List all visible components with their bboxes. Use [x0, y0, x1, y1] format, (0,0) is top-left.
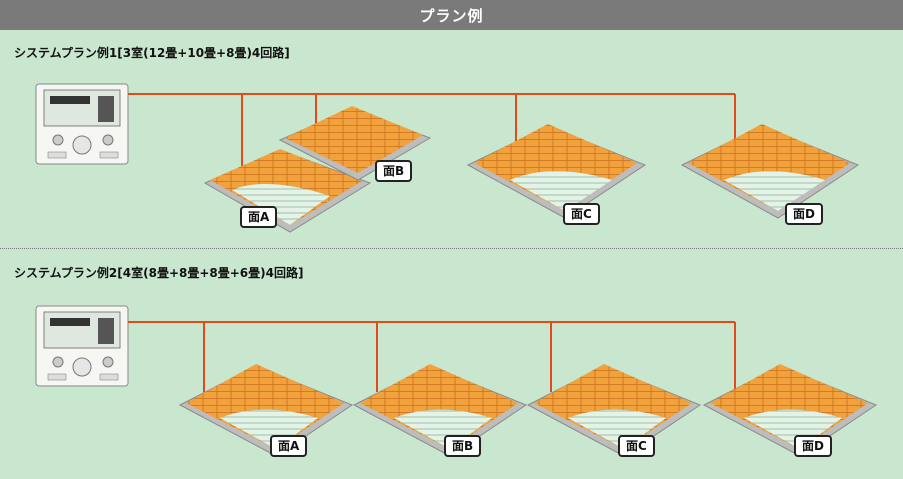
- plan2-label-c: 面C: [618, 435, 655, 457]
- plan1-label-c: 面C: [563, 203, 600, 225]
- plan2-label-a: 面A: [270, 435, 308, 457]
- plan1-label-a: 面A: [240, 206, 278, 228]
- plan1-label-d: 面D: [785, 203, 823, 225]
- plan1-label-b: 面B: [375, 160, 413, 182]
- plan2-panel-a: [178, 364, 354, 457]
- plan1-title: システムプラン例1[3室(12畳+10畳+8畳)4回路]: [14, 46, 290, 60]
- header-title: プラン例: [0, 0, 903, 30]
- plan1-panel-d: [680, 124, 860, 219]
- plan2-controller: [35, 305, 129, 387]
- plan1-wires: [128, 93, 736, 170]
- plan2-panel-c: [526, 364, 702, 457]
- plan2-title: システムプラン例2[4室(8畳+8畳+8畳+6畳)4回路]: [14, 266, 304, 280]
- plan1-panel-c: [466, 124, 647, 219]
- plan2-wires: [128, 321, 736, 392]
- plan2-label-d: 面D: [794, 435, 832, 457]
- plan1-controller: [35, 83, 129, 165]
- plan2-panel-d: [702, 364, 878, 457]
- section-divider: [0, 248, 903, 249]
- plan1-panel-b: [278, 106, 432, 181]
- plan2-label-b: 面B: [444, 435, 482, 457]
- plan2-panel-b: [352, 364, 528, 457]
